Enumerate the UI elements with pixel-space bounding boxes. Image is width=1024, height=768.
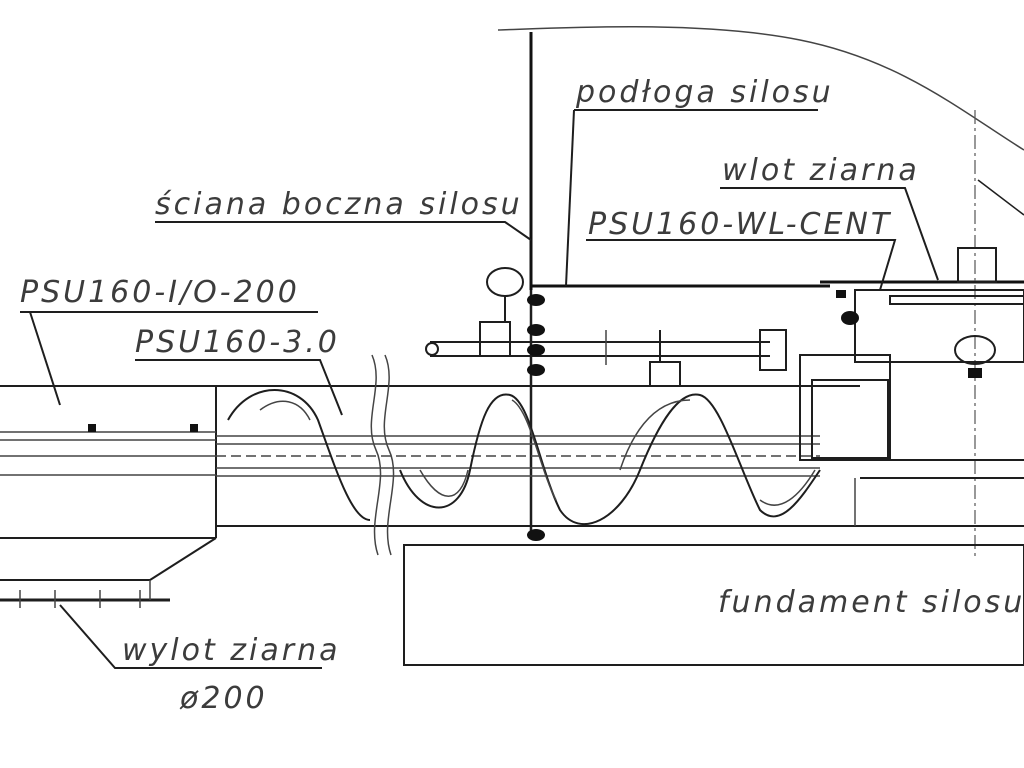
outlet-module [0,385,217,608]
label-inlet-model: PSU160-WL-CENT [588,207,892,242]
leader-lines [20,109,1024,669]
silo-roof-curve [497,26,1024,151]
label-silo-subfloor: podłoga silosu [575,75,834,110]
label-outlet-module: PSU160-I/O-200 [20,275,300,310]
auger-tube [216,385,1024,527]
label-outlet-diameter: ø200 [179,681,268,716]
label-tube-section: PSU160-3.0 [135,325,340,360]
label-silo-side-wall: ściana boczna silosu [155,187,523,222]
label-grain-outlet: wylot ziarna [122,633,340,668]
tube-break-lines [370,354,395,556]
silo-foundation-block [403,544,1024,666]
label-silo-foundation: fundament silosu [718,585,1024,620]
tensioner-rod [425,267,787,541]
inlet-hopper [799,247,1024,526]
auger-spiral-inner [259,399,816,506]
label-grain-inlet: wlot ziarna [722,153,920,188]
auger-spiral [227,389,821,526]
